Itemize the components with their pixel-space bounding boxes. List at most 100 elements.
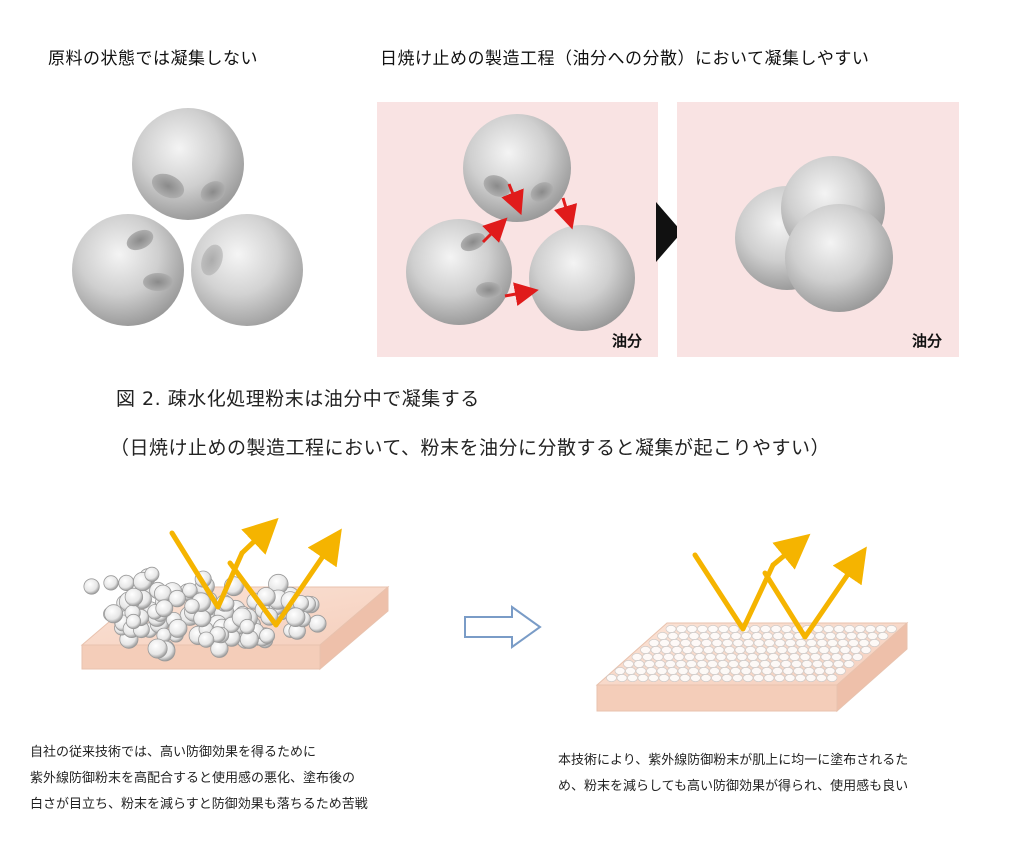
sphere-top <box>463 114 571 222</box>
particle <box>789 653 800 661</box>
particle <box>717 660 729 668</box>
particle <box>781 625 792 633</box>
particle <box>669 674 680 682</box>
particle <box>826 674 838 682</box>
particle <box>650 646 662 654</box>
particle <box>778 653 790 661</box>
particle <box>806 639 817 647</box>
particle <box>814 667 825 675</box>
particle <box>692 646 704 654</box>
particle <box>734 646 746 654</box>
particle <box>841 653 853 661</box>
particle <box>633 660 645 668</box>
particle <box>667 667 678 675</box>
uniform-particle-layer <box>606 625 897 682</box>
particle <box>875 625 887 633</box>
description-line: 本技術により、紫外線防御粉末が肌上に均一に塗布されるた <box>558 753 909 768</box>
particle <box>801 660 813 668</box>
figure-subtitle: （日焼け止めの製造工程において、粉末を油分に分散すると凝集が起こりやすい） <box>110 437 830 459</box>
particle <box>867 632 878 640</box>
particle <box>854 625 866 633</box>
particle <box>761 667 773 675</box>
sphere-front <box>785 204 893 312</box>
particle <box>728 660 739 668</box>
particle <box>822 660 834 668</box>
particle <box>833 625 845 633</box>
particle <box>701 639 712 647</box>
particle <box>688 632 700 640</box>
particle <box>673 653 685 661</box>
description-line: 自社の従来技術では、高い防御効果を得るために <box>30 745 317 760</box>
particle <box>285 607 306 627</box>
particle <box>827 639 838 647</box>
particle <box>635 667 647 675</box>
particle <box>184 598 200 615</box>
particle <box>721 674 733 682</box>
particle <box>682 646 693 654</box>
particle <box>644 660 655 668</box>
particle <box>886 625 897 633</box>
caption-raw-state: 原料の状態では凝集しない <box>48 49 258 69</box>
particle <box>795 674 806 682</box>
particle <box>699 632 710 640</box>
particle <box>697 625 708 633</box>
particle <box>869 639 880 647</box>
particle <box>747 653 758 661</box>
particle <box>751 632 763 640</box>
particle <box>760 625 771 633</box>
particle <box>763 674 775 682</box>
particle <box>753 674 764 682</box>
particle <box>783 632 794 640</box>
sphere-left <box>72 214 184 326</box>
particle <box>726 653 737 661</box>
new-technology-coating-illustration <box>595 533 909 713</box>
particle <box>637 674 649 682</box>
particle <box>656 667 668 675</box>
sphere-right <box>191 214 303 326</box>
particle <box>749 660 760 668</box>
particle <box>627 674 638 682</box>
particle <box>833 660 844 668</box>
particle <box>168 589 186 608</box>
oil-label: 油分 <box>912 332 943 350</box>
particle <box>648 639 660 647</box>
new-technology-description: 本技術により、紫外線防御粉末が肌上に均一に塗布されるた め、粉末を減らしても高い… <box>558 748 908 800</box>
particle <box>658 674 670 682</box>
particle <box>732 674 743 682</box>
particle <box>679 674 691 682</box>
particle <box>606 674 617 682</box>
particle <box>814 632 826 640</box>
particle <box>616 674 628 682</box>
particle <box>168 618 188 638</box>
particle <box>818 646 830 654</box>
sphere-right <box>529 225 635 331</box>
particle <box>631 653 643 661</box>
improvement-arrow-icon <box>464 605 542 649</box>
conventional-coating-illustration <box>80 517 390 671</box>
particle <box>730 632 742 640</box>
particle <box>837 639 849 647</box>
particle <box>713 646 725 654</box>
particle <box>678 632 689 640</box>
particle <box>825 632 836 640</box>
particle <box>155 599 174 618</box>
particle <box>686 625 698 633</box>
particle <box>772 667 783 675</box>
particle <box>782 667 794 675</box>
particle <box>768 653 779 661</box>
particle <box>720 632 731 640</box>
particle <box>690 674 701 682</box>
particle <box>764 639 775 647</box>
particle <box>657 632 668 640</box>
particle <box>147 638 168 659</box>
description-line: 白さが目立ち、粉末を減らすと防御効果も落ちるため苦戦 <box>30 797 368 812</box>
particle <box>694 653 706 661</box>
particle <box>707 625 719 633</box>
particle <box>700 674 712 682</box>
particle <box>751 667 762 675</box>
particle <box>623 660 634 668</box>
particle <box>715 653 727 661</box>
particle <box>675 660 687 668</box>
particle <box>661 646 672 654</box>
particle <box>144 566 160 582</box>
